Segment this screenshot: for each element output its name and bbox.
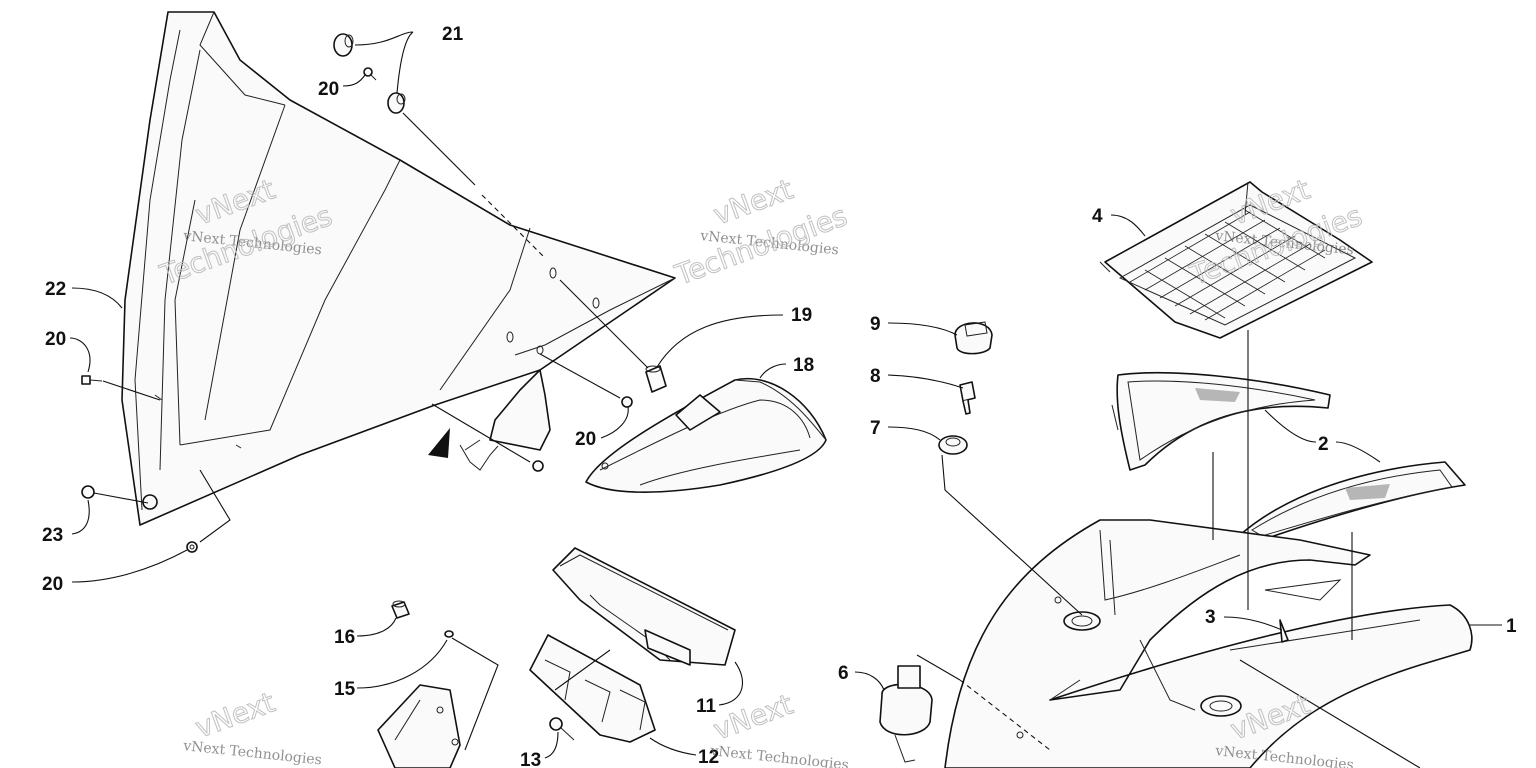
spacer-19 [645,365,667,393]
hood-console-1 [944,519,1473,768]
callout-2: 2 [1318,434,1329,455]
bolt-13 [549,717,575,741]
callout-12: 12 [698,747,719,768]
washer-15 [444,630,454,638]
callout-16: 16 [334,627,355,648]
hand-guard-18 [585,377,827,493]
callout-19: 19 [791,305,812,326]
lens-2-front [1239,461,1466,541]
svg-text:vNext: vNext [191,686,279,745]
callout-labels: 1 2 3 4 6 7 8 9 11 12 13 15 16 18 19 20 … [42,24,1517,768]
callout-9: 9 [870,314,881,335]
callout-3: 3 [1205,607,1216,628]
callout-20-bottom: 20 [42,574,63,595]
ignition-key-8 [959,381,976,415]
callout-20-mid: 20 [575,429,596,450]
callout-22: 22 [45,279,66,300]
callout-20-top: 20 [318,79,339,100]
rubber-grommet-21b [387,92,406,114]
lens-2-rear [1111,371,1331,471]
screw-20-left [81,375,103,385]
windshield-part [121,11,676,526]
switch-6 [879,665,933,763]
lock-nut-7 [938,435,968,455]
watermark-5: vNext Technologies vNext [709,687,850,768]
watermark-4: vNext Technologies vNext [182,685,323,768]
mount-bracket [377,684,461,768]
callout-13: 13 [520,750,541,768]
nut-16 [391,600,410,619]
callout-6: 6 [838,663,849,684]
display-11 [552,547,736,666]
callout-15: 15 [334,679,356,700]
callout-8: 8 [870,366,881,387]
rubber-grommet-21a [333,33,354,57]
callout-18: 18 [793,355,814,376]
key-cap-9 [954,321,993,355]
callout-1: 1 [1506,616,1517,637]
windshield-bracket [459,369,551,471]
display-bracket-12 [529,634,656,743]
nut-20-bottom [186,541,198,553]
storage-net-4 [1099,181,1373,339]
watermark-2: vNext Technologies vNext Technologies [670,172,852,292]
front-direction-arrow [428,428,450,458]
screw-20-top [363,67,377,81]
callout-4: 4 [1092,206,1103,227]
svg-text:vNext: vNext [709,688,797,747]
callout-7: 7 [870,418,881,439]
callout-11: 11 [696,696,717,717]
callout-21: 21 [442,24,464,45]
callout-23: 23 [42,525,63,546]
svg-text:vNext Technologies: vNext Technologies [709,743,850,768]
leader-lines [69,31,1502,759]
assembly-lines [93,112,1421,768]
screw-20-mid [532,396,633,472]
callout-20-left: 20 [45,329,66,350]
